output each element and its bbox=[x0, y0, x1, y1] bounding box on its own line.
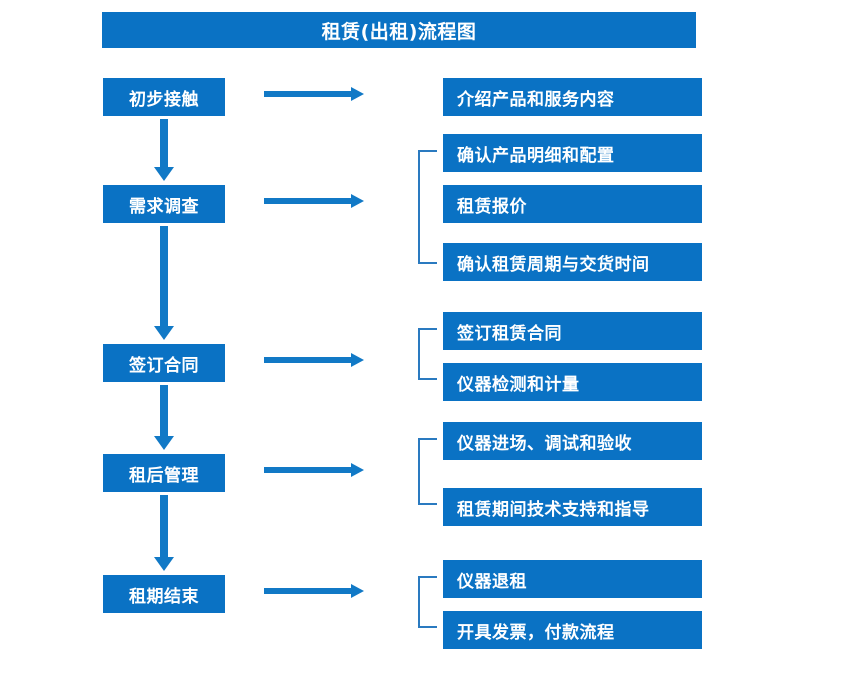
right-arrow-icon-5 bbox=[264, 582, 364, 600]
detail-box-sign-rental-contract[interactable]: 签订租赁合同 bbox=[443, 312, 702, 350]
right-arrow-icon-4 bbox=[264, 461, 364, 479]
arrow-shaft bbox=[264, 357, 352, 363]
right-arrow-icon-3 bbox=[264, 351, 364, 369]
detail-box-invoice-payment[interactable]: 开具发票，付款流程 bbox=[443, 611, 702, 649]
group-bracket-5 bbox=[418, 576, 437, 628]
detail-box-confirm-rental-period[interactable]: 确认租赁周期与交货时间 bbox=[443, 243, 702, 281]
stage-box-rental-end[interactable]: 租期结束 bbox=[103, 575, 225, 613]
arrow-head bbox=[154, 167, 174, 181]
group-bracket-3 bbox=[418, 328, 437, 380]
arrow-head bbox=[351, 194, 364, 208]
arrow-shaft bbox=[160, 385, 168, 436]
detail-box-technical-support[interactable]: 租赁期间技术支持和指导 bbox=[443, 488, 702, 526]
detail-box-instrument-entry-commissioning[interactable]: 仪器进场、调试和验收 bbox=[443, 422, 702, 460]
arrow-head bbox=[154, 557, 174, 571]
right-arrow-icon-2 bbox=[264, 192, 364, 210]
detail-box-rental-quotation[interactable]: 租赁报价 bbox=[443, 185, 702, 223]
detail-box-introduce-products[interactable]: 介绍产品和服务内容 bbox=[443, 78, 702, 116]
arrow-head bbox=[351, 87, 364, 101]
detail-box-instrument-return[interactable]: 仪器退租 bbox=[443, 560, 702, 598]
down-arrow-icon-1 bbox=[150, 119, 178, 181]
arrow-head bbox=[351, 353, 364, 367]
stage-box-sign-contract[interactable]: 签订合同 bbox=[103, 344, 225, 382]
arrow-shaft bbox=[264, 588, 352, 594]
arrow-head bbox=[351, 584, 364, 598]
stage-box-post-rental-management[interactable]: 租后管理 bbox=[103, 454, 225, 492]
stage-box-requirement-survey[interactable]: 需求调查 bbox=[103, 185, 225, 223]
arrow-shaft bbox=[160, 495, 168, 557]
arrow-shaft bbox=[264, 467, 352, 473]
stage-box-initial-contact[interactable]: 初步接触 bbox=[103, 78, 225, 116]
arrow-shaft bbox=[160, 226, 168, 326]
down-arrow-icon-3 bbox=[150, 385, 178, 450]
arrow-shaft bbox=[264, 91, 352, 97]
group-bracket-2 bbox=[418, 150, 437, 264]
arrow-shaft bbox=[160, 119, 168, 167]
right-arrow-icon-1 bbox=[264, 85, 364, 103]
arrow-head bbox=[154, 326, 174, 340]
arrow-head bbox=[351, 463, 364, 477]
down-arrow-icon-2 bbox=[150, 226, 178, 340]
detail-box-instrument-inspection[interactable]: 仪器检测和计量 bbox=[443, 363, 702, 401]
detail-box-confirm-product-details[interactable]: 确认产品明细和配置 bbox=[443, 134, 702, 172]
down-arrow-icon-4 bbox=[150, 495, 178, 571]
group-bracket-4 bbox=[418, 438, 437, 505]
arrow-shaft bbox=[264, 198, 352, 204]
arrow-head bbox=[154, 436, 174, 450]
diagram-title: 租赁(出租)流程图 bbox=[102, 12, 696, 48]
